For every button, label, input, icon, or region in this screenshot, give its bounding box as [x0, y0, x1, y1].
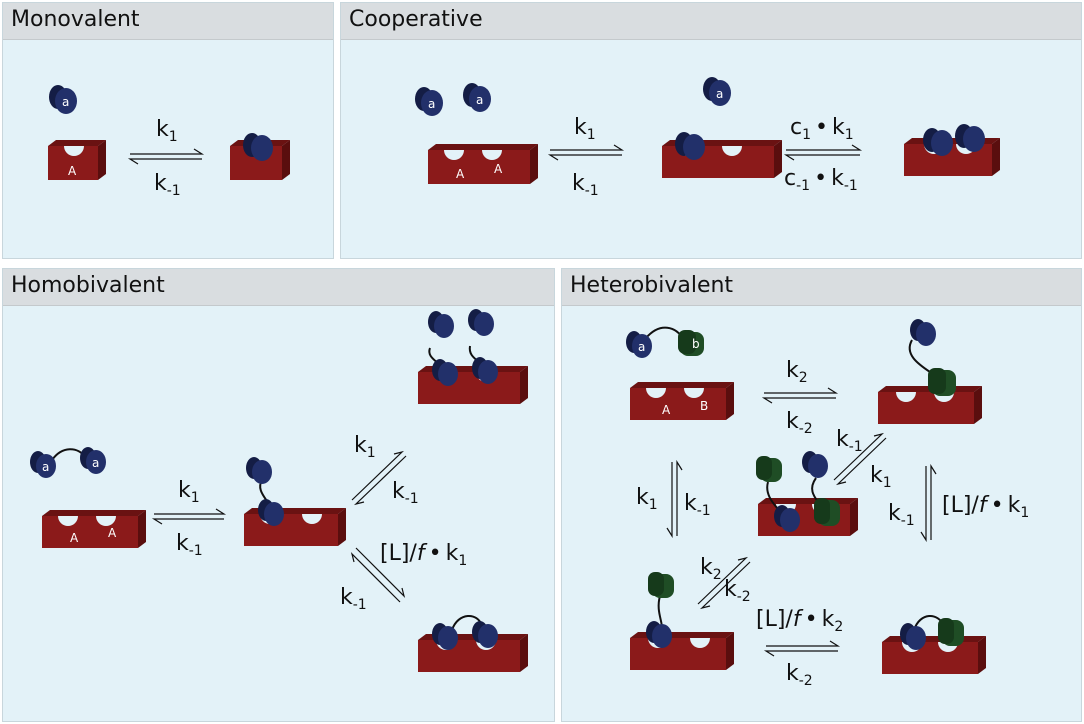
heterobivalent-title: Heterobivalent: [570, 273, 734, 298]
coop-receptor-full-bound: [904, 124, 1000, 176]
homo-k1-up: k1: [354, 433, 376, 461]
hetero-eq-arrows-center-down: [697, 556, 751, 610]
hetero-eq-arrows-top: [761, 387, 839, 404]
coop-eq-arrows-1: [547, 144, 625, 161]
monovalent-header: Monovalent: [3, 3, 333, 40]
homo-k1: k1: [178, 478, 200, 506]
hetero-Lf-k1: [L]/f•k1: [942, 493, 1029, 521]
hetero-k1-center: k1: [870, 463, 892, 491]
mono-free-ligand-a: a: [49, 85, 77, 114]
homo-km1-up: k-1: [392, 479, 419, 507]
hetero-eq-arrows-right-vertical: [920, 463, 937, 543]
hetero-receptor-b-bound: [878, 319, 982, 424]
coop-free-ligand-2: a: [463, 83, 491, 112]
hetero-receptor-a-bound: [630, 572, 734, 670]
monovalent-title: Monovalent: [11, 7, 140, 32]
cooperative-header: Cooperative: [341, 3, 1081, 40]
homo-receptor-mono-bound: [244, 457, 346, 546]
svg-text:a: a: [638, 340, 645, 354]
homo-km1-down: k-1: [340, 585, 367, 613]
hetero-km2-center: k-2: [724, 577, 751, 605]
coop-receptor-free: A A: [428, 144, 538, 184]
svg-text:a: a: [428, 97, 435, 111]
svg-text:a: a: [92, 456, 99, 470]
mono-receptor-free: A: [48, 140, 106, 180]
coop-cm1-km1: c-1•k-1: [784, 166, 858, 194]
svg-text:A: A: [70, 531, 79, 545]
svg-text:a: a: [42, 460, 49, 474]
hetero-k1-left: k1: [636, 485, 658, 513]
svg-text:A: A: [108, 526, 117, 540]
hetero-receptor-double-bound-separate: [756, 451, 858, 536]
homo-free-bivalent-ligand: a a: [30, 447, 106, 478]
mono-site-A-label: A: [68, 164, 77, 178]
hetero-km1-center: k-1: [836, 427, 863, 455]
homo-receptor-free: A A: [42, 510, 146, 548]
hetero-receptor-bivalent-bound: [882, 615, 986, 674]
svg-text:B: B: [700, 399, 708, 413]
mono-km1: k-1: [154, 171, 181, 199]
hetero-km2-bottom: k-2: [786, 661, 813, 689]
coop-free-ligand-1: a: [415, 87, 443, 116]
hetero-km2-top: k-2: [786, 409, 813, 437]
homo-receptor-double-two-ligands: [418, 309, 528, 404]
coop-c1-k1: c1•k1: [790, 115, 854, 143]
homo-km1: k-1: [176, 531, 203, 559]
homobivalent-title: Homobivalent: [11, 273, 165, 298]
hetero-Lf-k2: [L]/f•k2: [756, 607, 843, 635]
mono-eq-arrows: [127, 148, 205, 165]
hetero-eq-arrows-bottom: [763, 640, 841, 657]
homo-Lf-k1: [L]/f•k1: [380, 541, 467, 569]
hetero-k2-top: k2: [786, 358, 808, 386]
coop-km1: k-1: [572, 171, 599, 199]
hetero-eq-arrows-center-up: [833, 432, 887, 486]
coop-k1: k1: [574, 115, 596, 143]
mono-k1: k1: [156, 117, 178, 145]
svg-text:a: a: [476, 93, 483, 107]
hetero-km1-left: k-1: [684, 491, 711, 519]
svg-text:b: b: [692, 337, 700, 351]
monovalent-panel: Monovalent: [2, 2, 334, 259]
svg-text:A: A: [494, 162, 503, 176]
homo-eq-arrows-up: [351, 450, 407, 506]
heterobivalent-header: Heterobivalent: [562, 269, 1081, 306]
mono-receptor-bound: [230, 133, 290, 180]
hetero-k2-center: k2: [700, 555, 722, 583]
svg-text:A: A: [456, 167, 465, 181]
hetero-receptor-free: A B: [630, 382, 734, 420]
coop-eq-arrows-2: [783, 144, 863, 161]
svg-text:A: A: [662, 403, 671, 417]
mono-ligand-a-label: a: [62, 95, 69, 109]
cooperative-title: Cooperative: [349, 7, 483, 32]
hetero-km1-right: k-1: [888, 501, 915, 529]
hetero-eq-arrows-left-vertical: [666, 459, 683, 539]
homobivalent-header: Homobivalent: [3, 269, 554, 306]
svg-text:a: a: [716, 87, 723, 101]
homo-eq-arrows-1: [151, 508, 227, 525]
hetero-free-ligand-ab: a b: [626, 326, 704, 358]
homo-receptor-bivalent-bound: [418, 615, 528, 672]
coop-receptor-half-bound: [662, 132, 782, 178]
homo-eq-arrows-down: [350, 547, 406, 603]
coop-free-ligand-3: a: [703, 77, 731, 106]
